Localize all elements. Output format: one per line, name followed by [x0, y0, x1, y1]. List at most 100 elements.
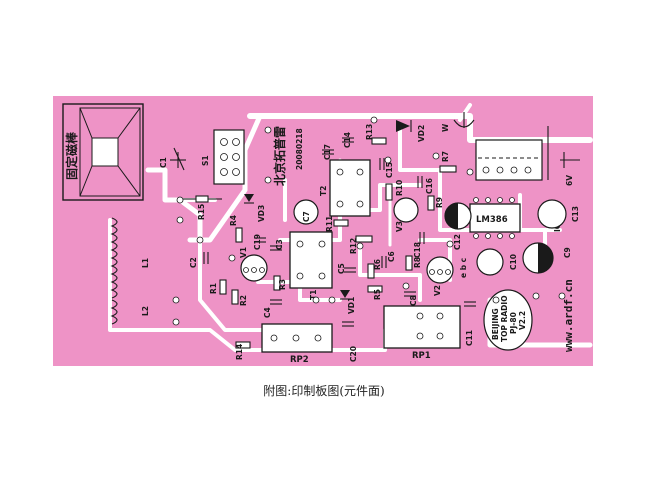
solder-pads	[172, 116, 566, 326]
label-v1: V1	[239, 247, 248, 258]
label-6v: 6V	[565, 175, 574, 186]
board-url: www.ardf.cn	[562, 279, 575, 352]
label-c15: C15	[385, 162, 394, 178]
resistor-r8	[405, 255, 413, 271]
capacitor-c10	[476, 248, 504, 276]
diode-vd1	[340, 290, 350, 300]
label-c10: C10	[509, 254, 518, 270]
label-v2: V2	[433, 285, 442, 296]
label-r13: R13	[365, 124, 374, 140]
label-c3: C3	[275, 239, 284, 250]
resistor-r2	[231, 289, 239, 305]
capacitor-c1	[170, 147, 186, 171]
resistor-r9	[427, 195, 435, 211]
label-ic: IC	[553, 223, 562, 232]
battery-connector	[475, 126, 580, 181]
resistor-r3	[273, 275, 281, 291]
capacitor-c3	[270, 245, 282, 251]
label-c14: C14	[343, 132, 352, 148]
switch-s1	[213, 129, 245, 185]
capacitor-c5	[344, 267, 356, 273]
label-r3: R3	[278, 279, 287, 290]
label-r2: R2	[239, 295, 248, 306]
capacitor-c2	[203, 252, 209, 264]
resistor-r15	[182, 195, 222, 203]
figure-caption: 附图:印制板图(元件面)	[263, 384, 385, 398]
potentiometer-rp1	[383, 305, 461, 349]
label-c6: C6	[387, 251, 396, 262]
label-r15: R15	[197, 204, 206, 220]
resistor-r7	[439, 165, 457, 173]
label-ebc: e b c	[459, 258, 468, 278]
date-code: 20080218	[295, 128, 304, 170]
brand-seal	[483, 289, 533, 351]
label-c5: C5	[337, 263, 346, 274]
label-r8: R8	[413, 257, 422, 268]
label-c4: C4	[263, 307, 272, 318]
diode-vd3	[244, 194, 254, 204]
label-rp1: RP1	[412, 351, 431, 361]
transistor-v1	[240, 254, 268, 282]
brand-line-1: BEIJING	[491, 308, 500, 340]
label-r9: R9	[435, 197, 444, 208]
capacitor-c4	[270, 299, 282, 305]
label-c16: C16	[425, 178, 434, 194]
capacitor-c7	[293, 199, 319, 225]
label-c19: C19	[253, 234, 262, 250]
resistor-r13	[371, 137, 387, 145]
label-c12: C12	[453, 234, 462, 250]
capacitor-c17	[322, 149, 334, 155]
capacitor-c18	[419, 232, 425, 244]
label-c13: C13	[571, 206, 580, 222]
potentiometer-rp2	[261, 323, 333, 353]
capacitor-c14	[342, 137, 354, 143]
label-r6: R6	[373, 259, 382, 270]
maker-label: 北京拓普雷	[272, 126, 287, 186]
label-c8: C8	[409, 295, 418, 306]
label-c20: C20	[349, 346, 358, 362]
ic-lm386	[469, 197, 521, 239]
label-rp2: RP2	[290, 355, 309, 365]
capacitor-c16	[417, 176, 423, 188]
capacitor-c15	[379, 158, 385, 170]
resistor-r4	[235, 227, 243, 243]
label-t1: T1	[309, 290, 318, 300]
coil-l1	[110, 217, 118, 299]
transformer-t2	[329, 159, 371, 217]
speaker-label: 固定磁棒	[64, 131, 79, 180]
capacitor-c20	[342, 321, 354, 327]
coil-l2	[110, 299, 118, 325]
label-w: W	[441, 123, 450, 132]
label-c11: C11	[465, 330, 474, 346]
label-r12: R12	[349, 238, 358, 254]
label-vd2: VD2	[417, 125, 426, 142]
resistor-r14	[235, 341, 251, 349]
label-v3: V3	[395, 221, 404, 232]
resistor-r11	[333, 219, 349, 227]
transistor-v2	[426, 256, 454, 284]
label-r5: R5	[373, 289, 382, 300]
label-r10: R10	[395, 180, 404, 196]
resistor-r12	[355, 235, 373, 243]
label-l2: L2	[141, 306, 150, 316]
brand-line-2: TOP RADIO	[500, 295, 509, 342]
brand-line-3: PJ-80	[509, 312, 518, 334]
label-c17: C17	[323, 144, 332, 160]
ic-name: LM386	[476, 215, 508, 225]
capacitor-c13	[537, 199, 567, 229]
label-t2: T2	[319, 186, 328, 196]
resistor-r1	[219, 279, 227, 295]
label-r11: R11	[325, 216, 334, 232]
label-vd1: VD1	[347, 297, 356, 314]
speaker-outline	[62, 103, 144, 201]
label-vd3: VD3	[257, 205, 266, 222]
capacitor-c8	[404, 291, 416, 297]
capacitor-c19	[254, 237, 266, 243]
label-r1: R1	[209, 283, 218, 294]
resistor-r10	[385, 183, 393, 201]
label-c1: C1	[159, 157, 168, 168]
transformer-t1	[289, 231, 333, 289]
label-c18: C18	[413, 242, 422, 258]
brand-line-4: V2.2	[518, 311, 527, 330]
label-s1: S1	[201, 155, 210, 166]
